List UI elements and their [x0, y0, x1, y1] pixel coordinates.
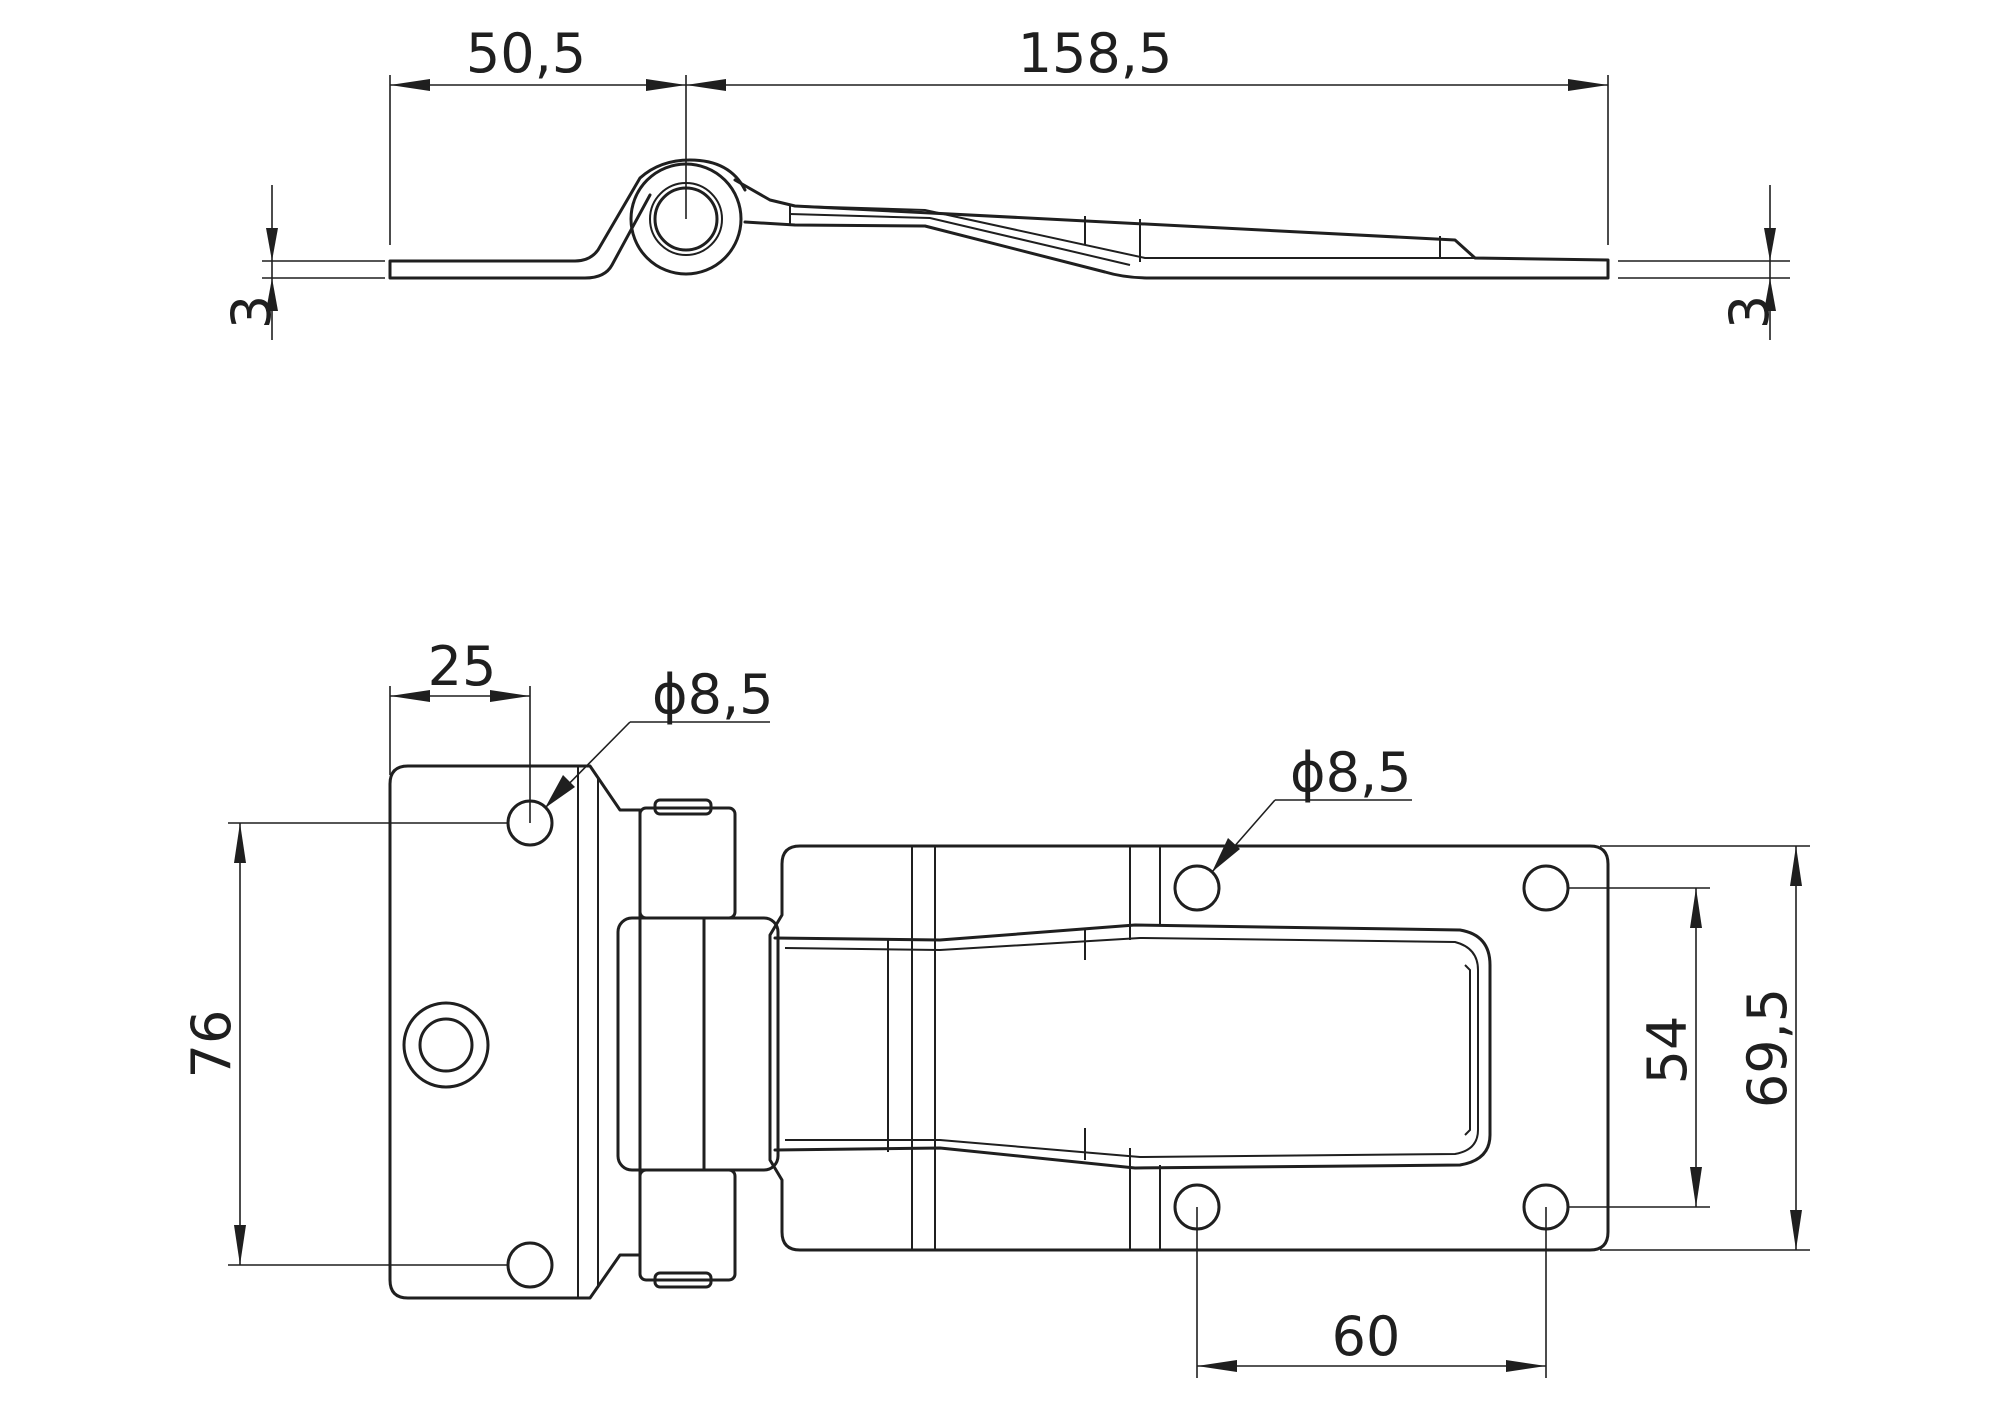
left-hole-bottom	[506, 1241, 554, 1289]
center-boss-inner	[418, 1017, 474, 1073]
dim-label-69-5: 69,5	[1736, 988, 1799, 1108]
arrow	[1568, 79, 1608, 91]
arrow	[1690, 1167, 1702, 1207]
barrel-center	[616, 916, 780, 1172]
arrow	[266, 228, 278, 261]
right-hole-top-left	[1173, 864, 1221, 912]
dim-label-50-5: 50,5	[466, 22, 586, 85]
arrow	[1212, 838, 1240, 872]
dim-label-25: 25	[428, 635, 497, 698]
arrow	[1790, 1210, 1802, 1250]
arrow	[390, 690, 430, 702]
dim-label-158-5: 158,5	[1018, 22, 1173, 85]
arrow	[1764, 278, 1776, 311]
arrow	[234, 823, 246, 863]
dim-label-60: 60	[1332, 1305, 1401, 1368]
left-plate-outline	[388, 764, 642, 1300]
right-hole-top-right	[1522, 864, 1570, 912]
barrel-upper	[638, 806, 737, 920]
arrow	[545, 775, 575, 808]
arrow	[234, 1225, 246, 1265]
dim-label-thickness-left: 3	[220, 295, 283, 329]
right-plate-channel-rim	[1464, 964, 1471, 1136]
plan-view: 25 ϕ8,5 ϕ8,5 76 54 69,5	[180, 635, 1810, 1378]
center-boss-outer	[402, 1001, 490, 1089]
left-leaf-profile	[388, 158, 747, 280]
arrow	[1506, 1360, 1546, 1372]
arrow	[490, 690, 530, 702]
pin-cap-top	[653, 798, 713, 816]
dim-label-left-hole-diameter: ϕ8,5	[652, 663, 774, 726]
arrow	[686, 79, 726, 91]
dim-label-54: 54	[1636, 1016, 1699, 1085]
side-view: 50,5 158,5 3 3	[220, 22, 1790, 340]
arrow	[646, 79, 686, 91]
pin-cap-bottom	[653, 1271, 713, 1289]
dim-label-thickness-right: 3	[1718, 295, 1781, 329]
arrow	[1764, 228, 1776, 261]
arrow	[1690, 888, 1702, 928]
arrow	[390, 79, 430, 91]
arrow	[1197, 1360, 1237, 1372]
right-leaf-inner-line	[794, 205, 1475, 259]
arrow	[1790, 846, 1802, 886]
barrel-lower	[638, 1168, 737, 1282]
arrow	[266, 278, 278, 311]
dim-label-76: 76	[180, 1010, 243, 1079]
right-plate-channel	[773, 923, 1492, 1170]
right-plate-channel-inner	[784, 936, 1479, 1159]
right-leaf-profile	[733, 178, 1610, 280]
dim-label-right-hole-diameter: ϕ8,5	[1290, 741, 1412, 804]
right-plate-outline	[768, 844, 1610, 1252]
right-leaf-mid-line	[789, 213, 1131, 266]
